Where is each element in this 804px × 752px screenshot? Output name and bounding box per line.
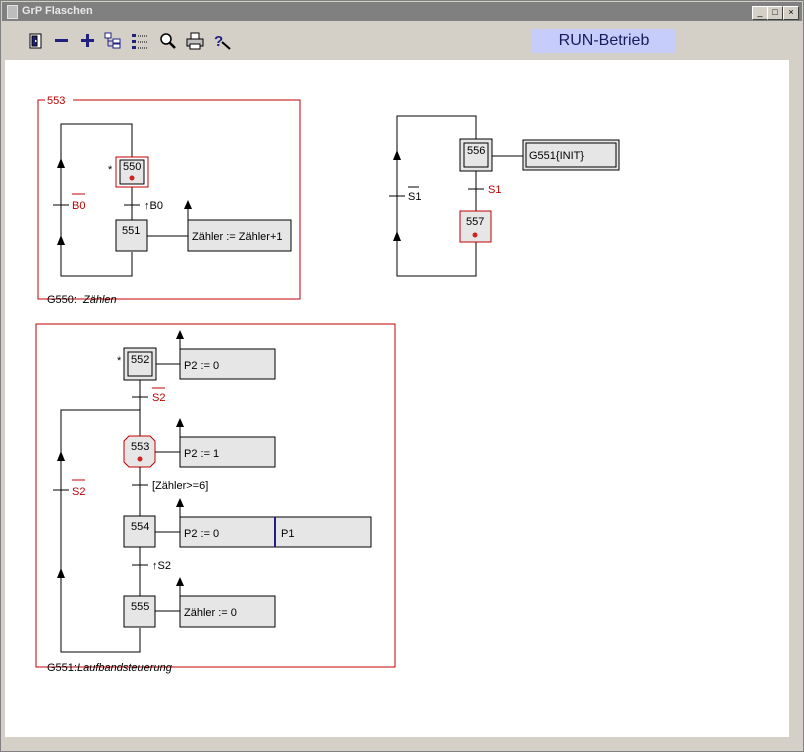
- flow-arrow: [57, 568, 65, 578]
- action-text: G551{INIT}: [529, 150, 584, 162]
- title-bar[interactable]: GrP Flaschen _ □ ×: [2, 2, 802, 21]
- action-box[interactable]: [179, 348, 276, 380]
- active-token: [129, 175, 135, 181]
- action-box[interactable]: [522, 139, 620, 171]
- transition-label: S1: [408, 191, 421, 203]
- transition-label: S1: [488, 184, 501, 196]
- close-button[interactable]: ×: [783, 6, 799, 20]
- minus-icon[interactable]: [53, 32, 71, 50]
- action-text: Zähler := 0: [184, 607, 237, 619]
- flow-arrow: [393, 231, 401, 241]
- transition-label: B0: [72, 200, 85, 212]
- vertical-scrollbar[interactable]: [790, 60, 802, 750]
- action-text: P2 := 0: [184, 528, 219, 540]
- step-553[interactable]: [123, 435, 156, 468]
- group-tag: 553: [47, 95, 65, 107]
- magnifier-icon[interactable]: [159, 32, 177, 50]
- action-box[interactable]: [179, 516, 276, 548]
- help-icon[interactable]: ?: [213, 32, 231, 50]
- transition-label: S2: [152, 392, 165, 404]
- step-551[interactable]: [115, 219, 148, 252]
- diagram-canvas: 553 G550: Zählen B0 ↑B0 * 550 551: [5, 60, 789, 737]
- plus-icon[interactable]: [79, 32, 97, 50]
- action-box[interactable]: [179, 436, 276, 468]
- toolbar: ? RUN-Betrieb: [2, 22, 802, 58]
- printer-icon[interactable]: [186, 32, 204, 50]
- step-number: 551: [122, 225, 140, 237]
- active-token: [472, 232, 478, 238]
- group-name-prefix: G551:: [47, 662, 77, 674]
- step-number: 554: [131, 521, 149, 533]
- step-number: 553: [131, 441, 149, 453]
- door-icon[interactable]: [27, 32, 45, 50]
- maximize-button[interactable]: □: [767, 6, 783, 20]
- mode-indicator: RUN-Betrieb: [532, 29, 676, 53]
- transition-label: [Zähler>=6]: [152, 480, 208, 492]
- flow-arrow: [57, 158, 65, 168]
- action-box[interactable]: [187, 219, 292, 252]
- grafcet-diagram: 553 G550: Zählen B0 ↑B0 * 550 551: [35, 94, 620, 674]
- initial-mark: *: [117, 355, 122, 367]
- action-box[interactable]: [274, 516, 372, 548]
- step-number: 552: [131, 354, 149, 366]
- app-icon: [7, 5, 18, 19]
- step-number: 556: [467, 145, 485, 157]
- action-text: P2 := 0: [184, 360, 219, 372]
- initial-mark: *: [108, 164, 113, 176]
- group-frame-g550: [37, 99, 301, 300]
- flow-arrow: [57, 451, 65, 461]
- group-name: Zählen: [82, 294, 117, 306]
- horizontal-scrollbar[interactable]: [5, 738, 789, 750]
- list-icon[interactable]: [131, 32, 149, 50]
- step-555[interactable]: [123, 595, 156, 628]
- action-text: Zähler := Zähler+1: [192, 231, 283, 243]
- flow-arrow: [57, 235, 65, 245]
- tree-icon[interactable]: [104, 32, 122, 50]
- window-title: GrP Flaschen: [22, 5, 93, 17]
- svg-text:?: ?: [214, 33, 223, 50]
- minimize-button[interactable]: _: [752, 6, 768, 20]
- flow-arrow: [393, 150, 401, 160]
- step-number: 555: [131, 601, 149, 613]
- action-text: P1: [281, 528, 294, 540]
- transition-label: S2: [72, 486, 85, 498]
- active-token: [137, 456, 143, 462]
- transition-label: ↑S2: [152, 560, 171, 572]
- group-frame-g551: [35, 323, 396, 668]
- action-text: P2 := 1: [184, 448, 219, 460]
- group-name-prefix: G550:: [47, 294, 77, 306]
- step-number: 557: [466, 216, 484, 228]
- step-number: 550: [123, 161, 141, 173]
- action-box[interactable]: [179, 595, 276, 628]
- transition-label: ↑B0: [144, 200, 163, 212]
- group-name: Laufbandsteuerung: [77, 662, 173, 674]
